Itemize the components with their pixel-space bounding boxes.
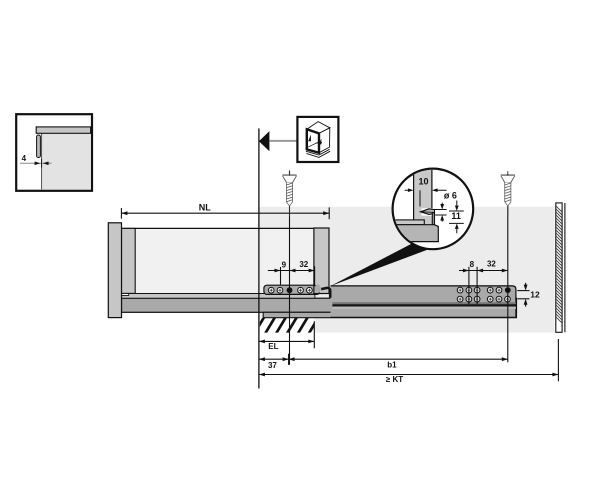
svg-text:10: 10 [418,177,428,187]
svg-text:ø 6: ø 6 [444,191,457,201]
svg-text:NL: NL [199,202,211,212]
svg-text:11: 11 [451,211,461,221]
svg-text:EL: EL [268,342,278,351]
svg-text:b1: b1 [387,360,397,369]
svg-text:9: 9 [282,260,287,269]
svg-text:4: 4 [22,154,27,163]
svg-text:37: 37 [268,361,277,370]
svg-text:32: 32 [299,260,308,269]
svg-text:32: 32 [487,260,496,269]
svg-text:8: 8 [470,260,475,269]
svg-text:≥ KT: ≥ KT [386,375,403,384]
svg-text:12: 12 [530,289,540,299]
